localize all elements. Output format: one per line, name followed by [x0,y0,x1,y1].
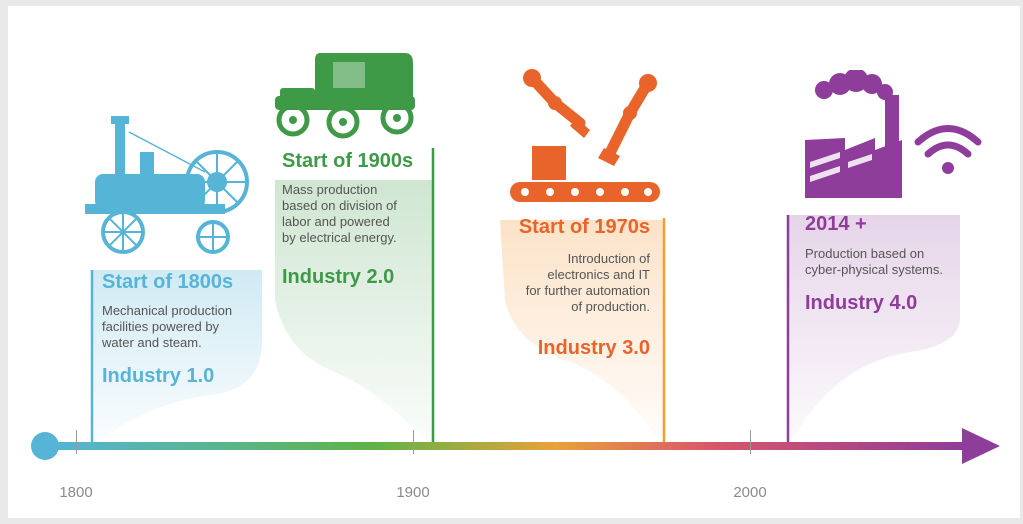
era2-industry-label: Industry 2.0 [282,266,395,288]
tick-1800 [76,430,77,454]
era2-description-line: based on division of [282,198,397,213]
era3-description-line: for further automation [525,283,650,298]
era4-description: Production based on cyber-physical syste… [805,246,985,278]
tick-1900 [413,430,414,454]
era3-description-line: Introduction of [567,251,650,266]
tick-label-1800: 1800 [59,484,93,501]
era3-wedge [500,220,664,448]
era2-description: Mass production based on division of lab… [282,182,432,246]
era2-description-line: Mass production [282,182,378,197]
era4-description-line: Production based on [805,246,925,261]
timeline-arrow-head [962,428,1000,464]
era4-wedge [788,215,960,448]
era1-wedge [92,270,262,448]
era1-description-line: Mechanical production [102,303,233,318]
era3-description-line: electronics and IT [547,267,650,282]
era1-industry-label: Industry 1.0 [102,365,215,387]
timeline-start-dot [31,432,59,460]
smart-factory-wifi-icon [805,70,982,198]
era2-description-line: by electrical energy. [282,230,397,245]
tick-label-2000: 2000 [733,484,767,501]
era1-title: Start of 1800s [102,271,234,293]
era1-description-line: facilities powered by [102,319,220,334]
steam-locomotive-icon [85,116,249,254]
era3-description: Introduction of electronics and IT for f… [470,251,650,315]
era2-wedge [275,180,433,448]
timeline-axis [55,442,965,450]
era2-description-line: labor and powered [282,214,390,229]
tick-label-1900: 1900 [396,484,430,501]
era2-title: Start of 1900s [282,150,414,172]
era4-description-line: cyber-physical systems. [805,262,943,277]
era3-description-line: of production. [571,299,650,314]
era3-title: Start of 1970s [518,216,650,238]
era4-title: 2014 + [805,213,867,235]
era1-description-line: water and steam. [102,335,202,350]
tick-2000 [750,430,751,454]
era3-industry-label: Industry 3.0 [537,337,650,359]
vintage-car-icon [275,53,415,139]
era4-industry-label: Industry 4.0 [805,292,918,314]
robot-arms-conveyor-icon [510,69,660,202]
era1-description: Mechanical production facilities powered… [102,303,272,351]
